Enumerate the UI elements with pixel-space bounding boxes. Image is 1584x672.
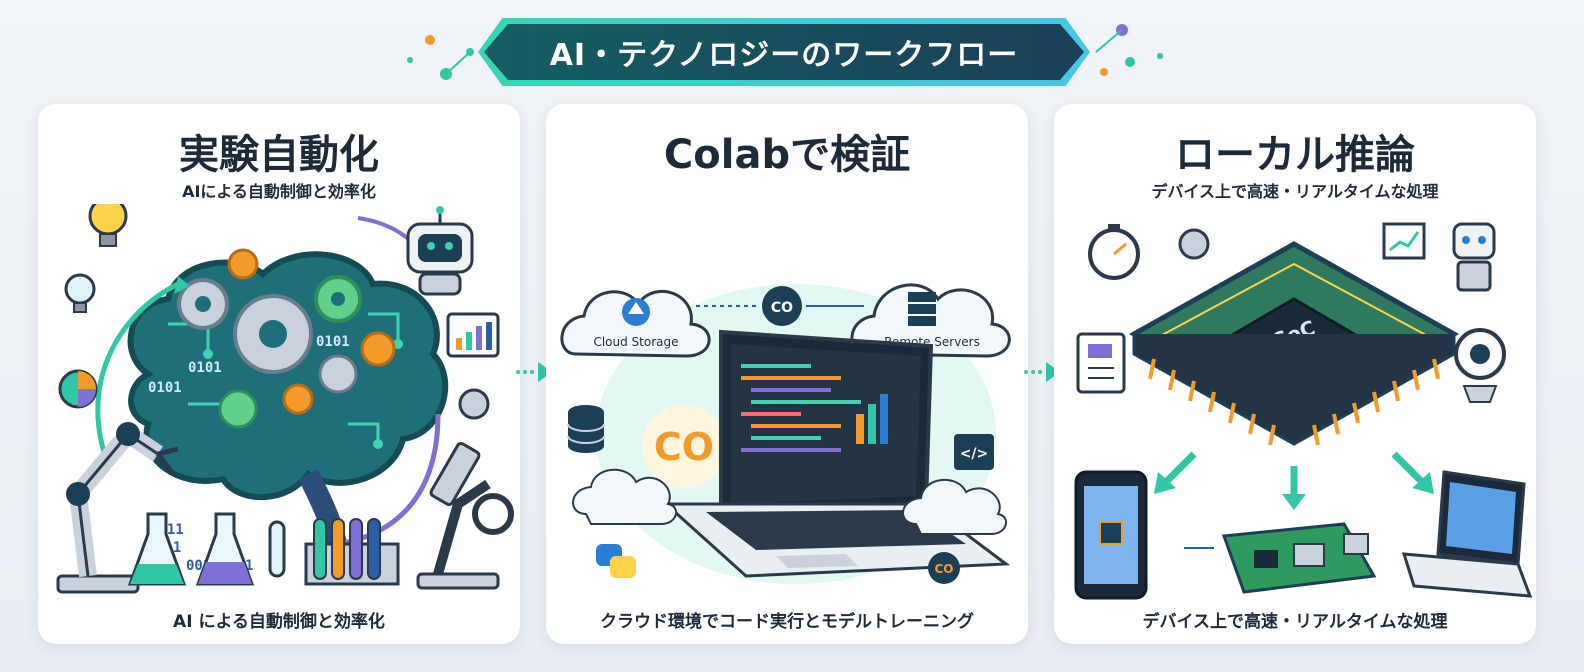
gear-icon	[177, 248, 396, 429]
svg-text:</>: </>	[960, 446, 989, 462]
python-icon	[596, 544, 636, 578]
panel-title: Colabで検証	[663, 132, 911, 178]
test-tube-rack-icon	[304, 518, 400, 586]
panel-caption: デバイス上で高速・リアルタイムな処理	[1142, 612, 1448, 632]
panel-experiment-automation: 実験自動化 AIによる自動制御と効率化 0101 0101	[38, 104, 520, 644]
title-decoration	[407, 24, 1163, 80]
svg-text:CO: CO	[654, 425, 714, 469]
gear-icon	[458, 388, 490, 420]
pie-chart-icon	[58, 369, 98, 409]
flow-arrow-icon	[1154, 451, 1434, 510]
robot-icon	[1452, 222, 1496, 292]
smartphone-icon	[1074, 470, 1148, 600]
binary-text: 0101	[148, 380, 182, 396]
database-icon	[567, 405, 605, 453]
panel-subtitle: デバイス上で高速・リアルタイムな処理	[1151, 182, 1439, 201]
chart-icon	[1382, 222, 1426, 260]
cloud-icon	[902, 478, 1007, 535]
cloud-storage-label: Cloud Storage	[593, 335, 678, 349]
local-inference-illustration: SoC	[1074, 222, 1533, 600]
panel-title: ローカル推論	[1175, 132, 1415, 178]
soc-chip-icon: SoC	[1128, 241, 1460, 446]
notebook-icon	[1076, 332, 1126, 394]
panel-title: 実験自動化	[179, 132, 379, 178]
experiment-illustration: 0101 0101 0101 0111 011 001 0101	[56, 204, 514, 594]
colab-logo-icon: CO	[928, 552, 960, 584]
robot-arm-icon	[56, 422, 179, 594]
microscope-icon	[416, 441, 514, 590]
chart-icon	[446, 312, 500, 358]
cloud-icon	[572, 468, 677, 525]
flow-arrow-icon	[1024, 362, 1060, 382]
stopwatch-icon	[1088, 224, 1140, 280]
laptop-icon	[1401, 470, 1533, 598]
panel-subtitle: AIによる自動制御と効率化	[182, 182, 376, 201]
gear-icon	[1178, 228, 1210, 260]
lightbulb-icon	[64, 204, 128, 313]
binary-text: 0101	[188, 360, 222, 376]
page-title: AI・テクノロジーのワークフロー	[484, 24, 1084, 80]
laptop-icon	[662, 329, 1011, 578]
flow-arrow-icon	[516, 362, 552, 382]
flask-icon	[127, 512, 286, 586]
panel-caption: AI による自動制御と効率化	[173, 612, 385, 632]
panel-caption: クラウド環境でコード実行とモデルトレーニング	[600, 612, 974, 632]
cycle-arrow	[95, 281, 180, 465]
colab-illustration: Cloud Storage Remote Servers CO CO	[560, 283, 1011, 584]
raspberry-pi-icon	[1221, 522, 1377, 594]
code-icon: </>	[954, 434, 994, 470]
colab-logo-icon: CO	[642, 404, 726, 488]
webcam-icon	[1454, 328, 1506, 403]
svg-text:CO: CO	[771, 300, 793, 316]
title-area: AI・テクノロジーのワークフロー	[0, 12, 1584, 92]
panel-local-inference: ローカル推論 デバイス上で高速・リアルタイムな処理 SoC	[1054, 104, 1536, 644]
colab-logo-icon: CO	[762, 286, 802, 326]
cloud-storage-icon: Cloud Storage	[560, 289, 711, 358]
svg-text:CO: CO	[934, 562, 953, 576]
panel-colab-verification: Colabで検証 Cloud Storage Remote Servers CO	[546, 104, 1028, 644]
robot-icon	[406, 206, 474, 296]
binary-text: 0101	[316, 334, 350, 350]
